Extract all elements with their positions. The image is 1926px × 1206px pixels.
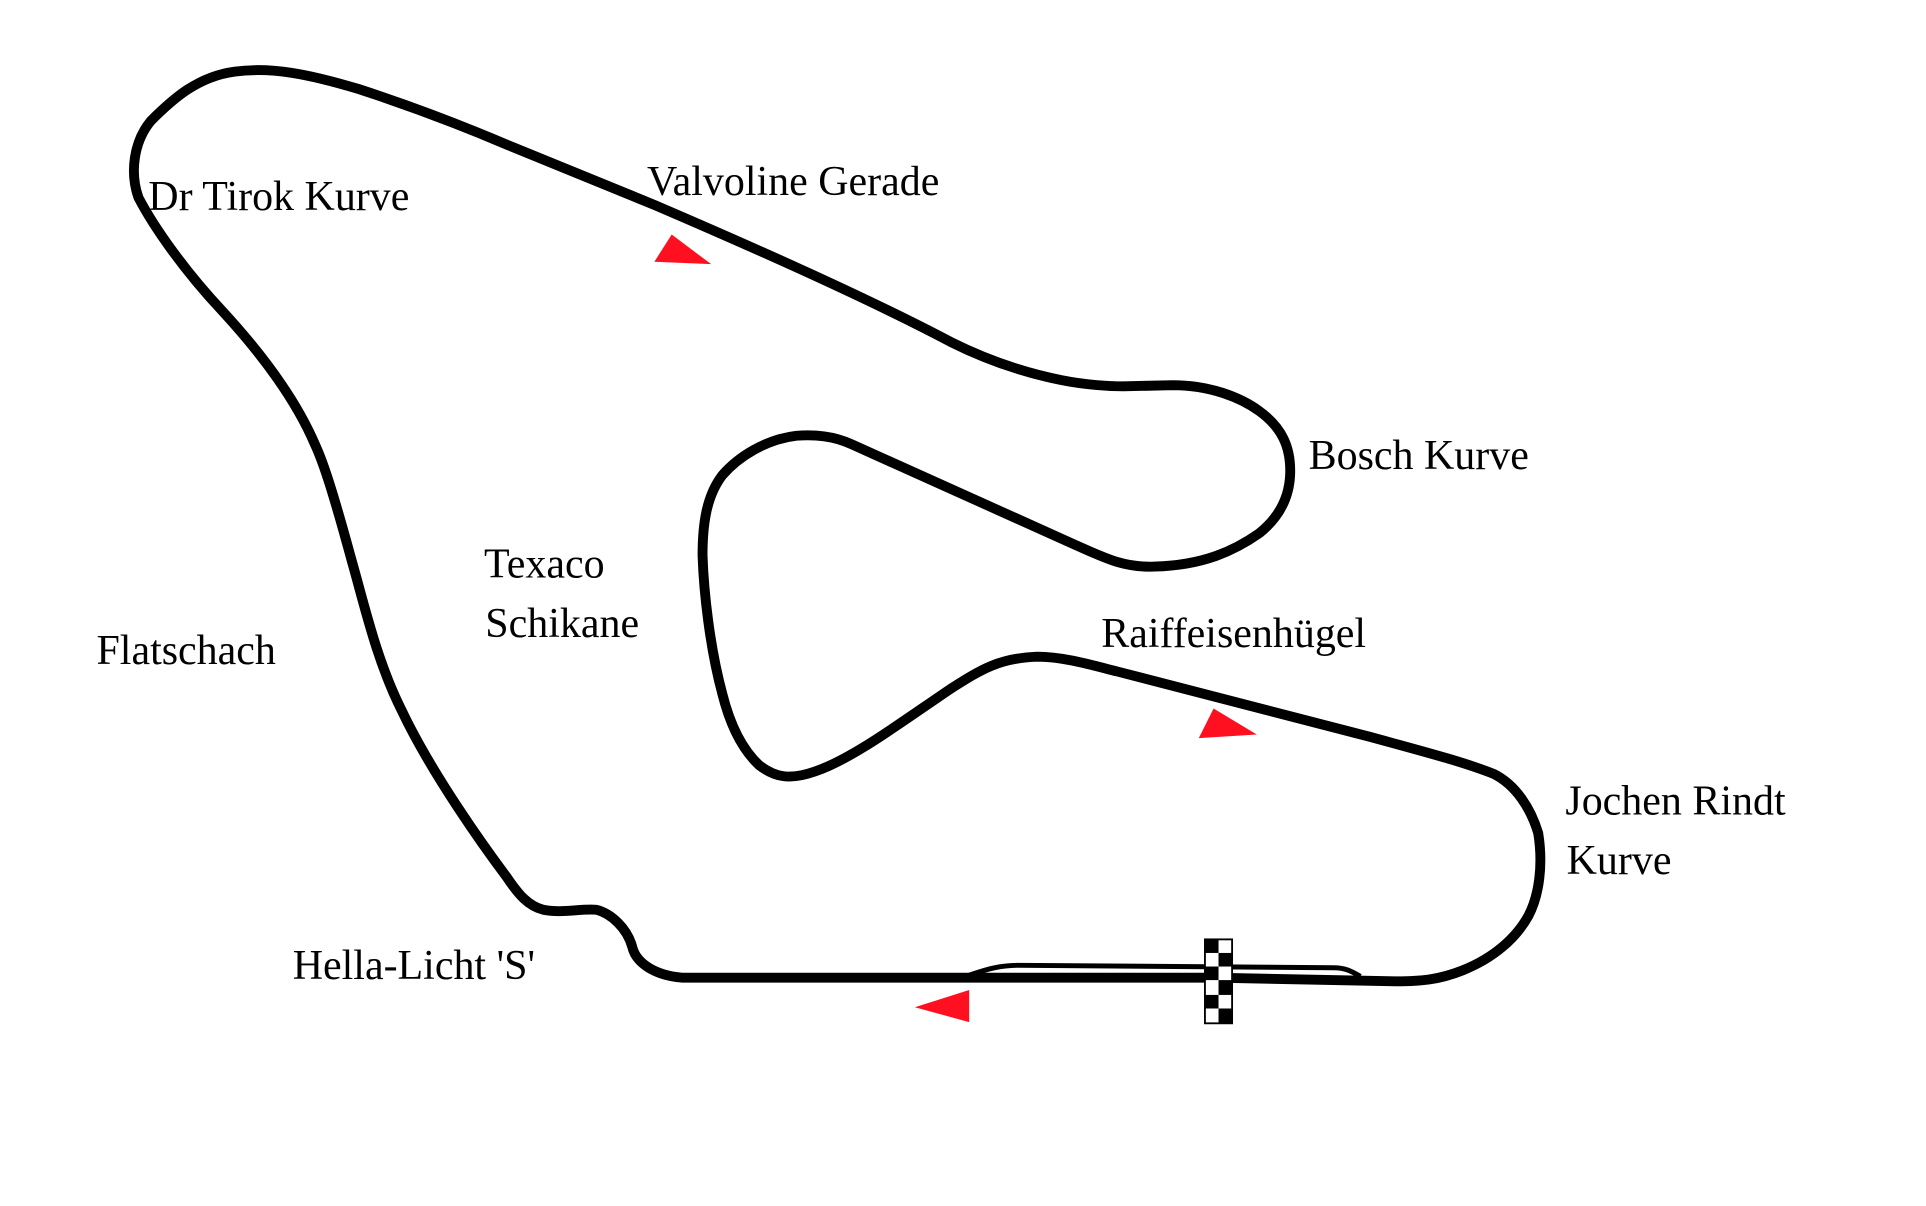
label-dr-tirok-kurve: Dr Tirok Kurve (148, 174, 409, 220)
label-kurve: Kurve (1567, 838, 1672, 884)
direction-arrow-icon (654, 234, 712, 265)
direction-arrow-icon (1198, 708, 1257, 739)
pit-lane (968, 962, 1362, 979)
direction-arrow-icon (914, 989, 970, 1023)
label-raiffeisenhuegel: Raiffeisenhügel (1101, 611, 1366, 657)
label-hella-licht-s: Hella-Licht 'S' (293, 943, 535, 989)
track-outline (129, 65, 1546, 987)
label-texaco: Texaco (484, 542, 605, 588)
start-finish-flag-icon (1204, 938, 1234, 1025)
label-valvoline-gerade: Valvoline Gerade (647, 159, 939, 205)
label-flatschach: Flatschach (96, 628, 275, 674)
label-schikane: Schikane (485, 601, 639, 647)
label-jochen-rindt: Jochen Rindt (1565, 779, 1786, 825)
label-bosch-kurve: Bosch Kurve (1309, 433, 1529, 479)
